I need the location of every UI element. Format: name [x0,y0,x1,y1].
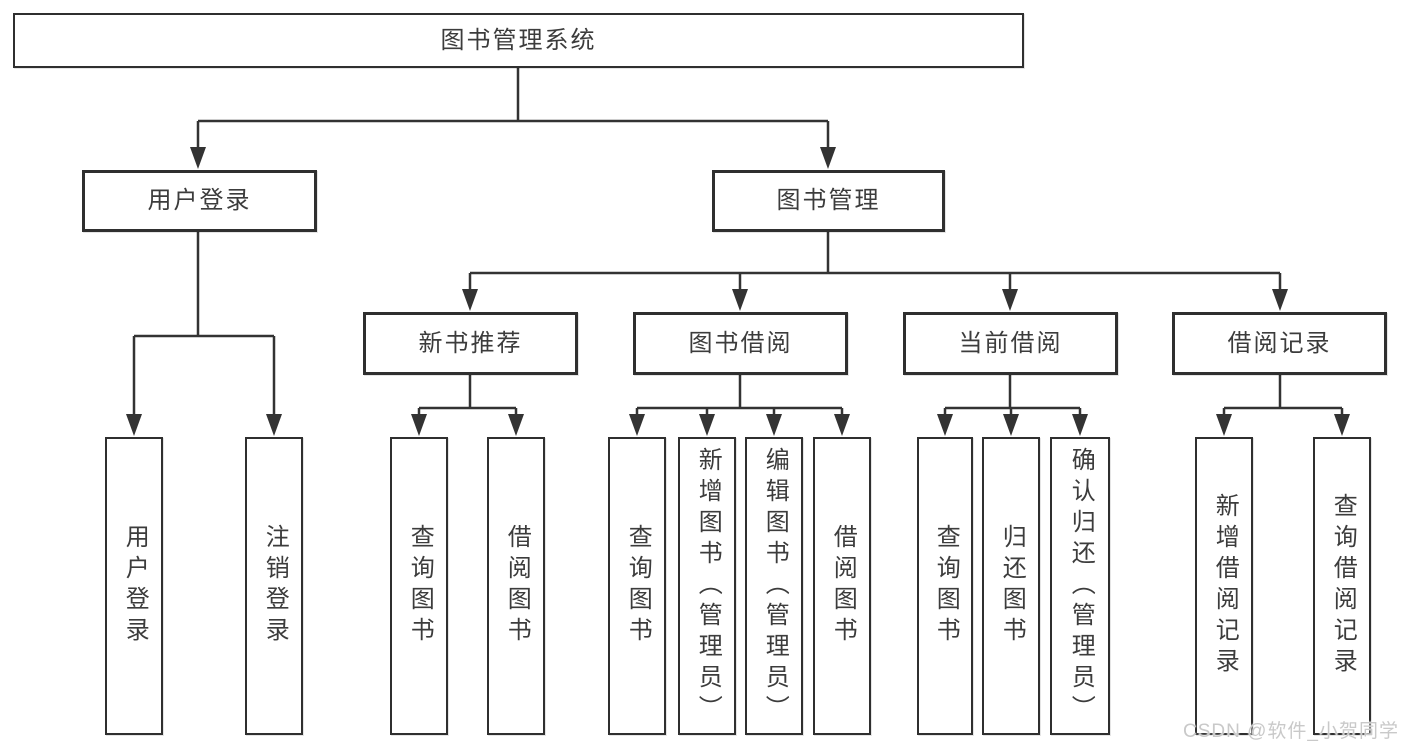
node-label: 归还图书 [998,524,1026,648]
leaf-borrow-books-borrowing: 借阅图书 [813,437,871,735]
node-label: 借阅图书 [829,524,857,648]
node-label: 用户登录 [121,524,149,648]
node-book-management: 图书管理 [712,170,945,232]
node-label: 新增图书（管理员） [694,446,722,726]
node-label: 借阅图书 [503,524,531,648]
node-label: 图书管理系统 [440,26,597,54]
leaf-borrow-books-recommend: 借阅图书 [487,437,545,735]
node-label: 当前借阅 [958,329,1063,357]
node-label: 借阅记录 [1227,329,1332,357]
connector-path [132,68,1344,417]
watermark: CSDN @软件_小贺同学 [1183,721,1399,742]
node-label: 查询借阅记录 [1329,493,1357,679]
arrowheads [126,147,1350,436]
node-label: 确认归还（管理员） [1067,446,1095,726]
leaf-edit-books-admin: 编辑图书（管理员） [745,437,803,735]
node-user-login: 用户登录 [82,170,317,232]
node-library-management-system: 图书管理系统 [13,13,1024,68]
node-book-borrowing: 图书借阅 [633,312,848,375]
node-borrowing-records: 借阅记录 [1172,312,1387,375]
node-label: 查询图书 [932,524,960,648]
node-label: 图书管理 [776,187,881,214]
leaf-query-books-recommend: 查询图书 [390,437,448,735]
node-label: 编辑图书（管理员） [761,446,789,726]
node-label: 新增借阅记录 [1211,493,1239,679]
node-label: 查询图书 [624,524,652,648]
node-current-borrowing: 当前借阅 [903,312,1118,375]
leaf-user-login: 用户登录 [105,437,163,735]
node-label: 图书借阅 [688,329,793,357]
leaf-confirm-return-admin: 确认归还（管理员） [1050,437,1110,735]
leaf-add-books-admin: 新增图书（管理员） [678,437,736,735]
leaf-add-borrowing-record: 新增借阅记录 [1195,437,1253,735]
leaf-return-books: 归还图书 [982,437,1040,735]
node-label: 查询图书 [406,524,434,648]
node-label: 用户登录 [147,187,252,214]
leaf-query-books-borrowing: 查询图书 [608,437,666,735]
node-label: 新书推荐 [418,329,523,357]
node-label: 注销登录 [261,524,289,648]
node-new-book-recommendation: 新书推荐 [363,312,578,375]
leaf-logout-login: 注销登录 [245,437,303,735]
leaf-query-borrowing-record: 查询借阅记录 [1313,437,1371,735]
leaf-query-books-current: 查询图书 [917,437,973,735]
